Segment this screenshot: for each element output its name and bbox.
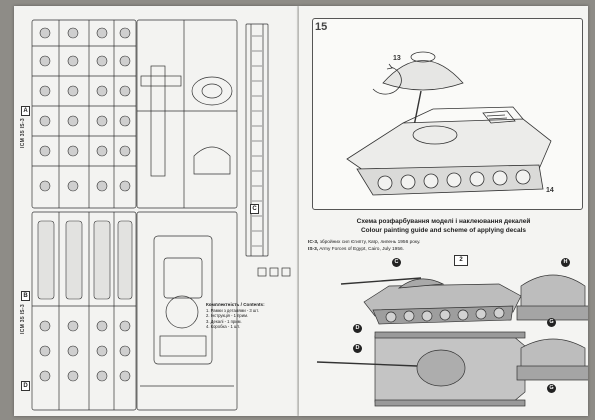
contents-line: 4. Коробка - 1 шт.	[206, 324, 240, 329]
left-instruction-page: A B C D ICM 35 IS-3 ICM 35 IS-3 Комплект…	[14, 6, 298, 416]
assembly-step-frame: 15	[312, 18, 583, 210]
sprue-code-b: ICM 35 IS-3	[20, 304, 26, 334]
sprue-code-a: ICM 35 IS-3	[20, 118, 26, 148]
sprue-layout-drawing	[31, 19, 291, 411]
contents-line: 1. Рамки з деталями - 3 шт.	[206, 307, 259, 313]
tank-assembly-drawing	[346, 51, 552, 196]
painting-guide-subtitle: Colour painting guide and scheme of appl…	[360, 227, 527, 234]
colour-code-h-front: H	[561, 258, 570, 267]
colour-code-g-rear: G	[547, 384, 556, 393]
contents-line: 2. Інструкція - 1 прим.	[206, 313, 249, 318]
sprue-d-frame	[31, 211, 137, 411]
colour-code-d-top: D	[353, 344, 362, 353]
note-1-id: ІС-3,	[308, 240, 319, 245]
right-instruction-page: 15	[299, 6, 588, 416]
decal-number-box: 2	[454, 255, 468, 266]
colour-code-g-front: G	[547, 318, 556, 327]
sprue-a-frame	[31, 19, 137, 209]
colour-scheme-drawings	[316, 274, 588, 407]
sprue-c-frame	[245, 23, 269, 257]
step-number: 15	[315, 21, 328, 33]
painting-guide-title: Схема розфарбування моделі і наклеювання…	[356, 218, 531, 225]
contents-title: Комплектність / Contents:	[206, 302, 265, 307]
callout-13: 13	[393, 55, 401, 62]
colour-code-c-side: C	[392, 258, 401, 267]
callout-14: 14	[546, 187, 554, 194]
sprue-b-frame	[136, 19, 238, 209]
sprue-label-a: A	[21, 106, 30, 116]
colour-code-d-side: D	[353, 324, 362, 333]
sprue-label-d: D	[21, 381, 30, 391]
note-2-text: Army Forces of Egypt, Cairo, July 1956.	[318, 247, 404, 252]
note-2-id: IS-3,	[308, 247, 319, 252]
vehicle-note-ukrainian: ІС-3, збройних сил Єгипту, Каїр, липень …	[308, 240, 420, 245]
vehicle-note-english: IS-3, Army Forces of Egypt, Cairo, July …	[308, 247, 404, 252]
page-fold	[297, 6, 300, 416]
note-1-text: збройних сил Єгипту, Каїр, липень 1956 р…	[318, 240, 421, 245]
contents-list: Комплектність / Contents: 1. Рамки з дет…	[206, 302, 292, 330]
contents-line: 3. Декалі - 1 прим.	[206, 318, 242, 324]
sprue-label-c: C	[250, 204, 259, 214]
sprue-label-b: B	[21, 291, 30, 301]
